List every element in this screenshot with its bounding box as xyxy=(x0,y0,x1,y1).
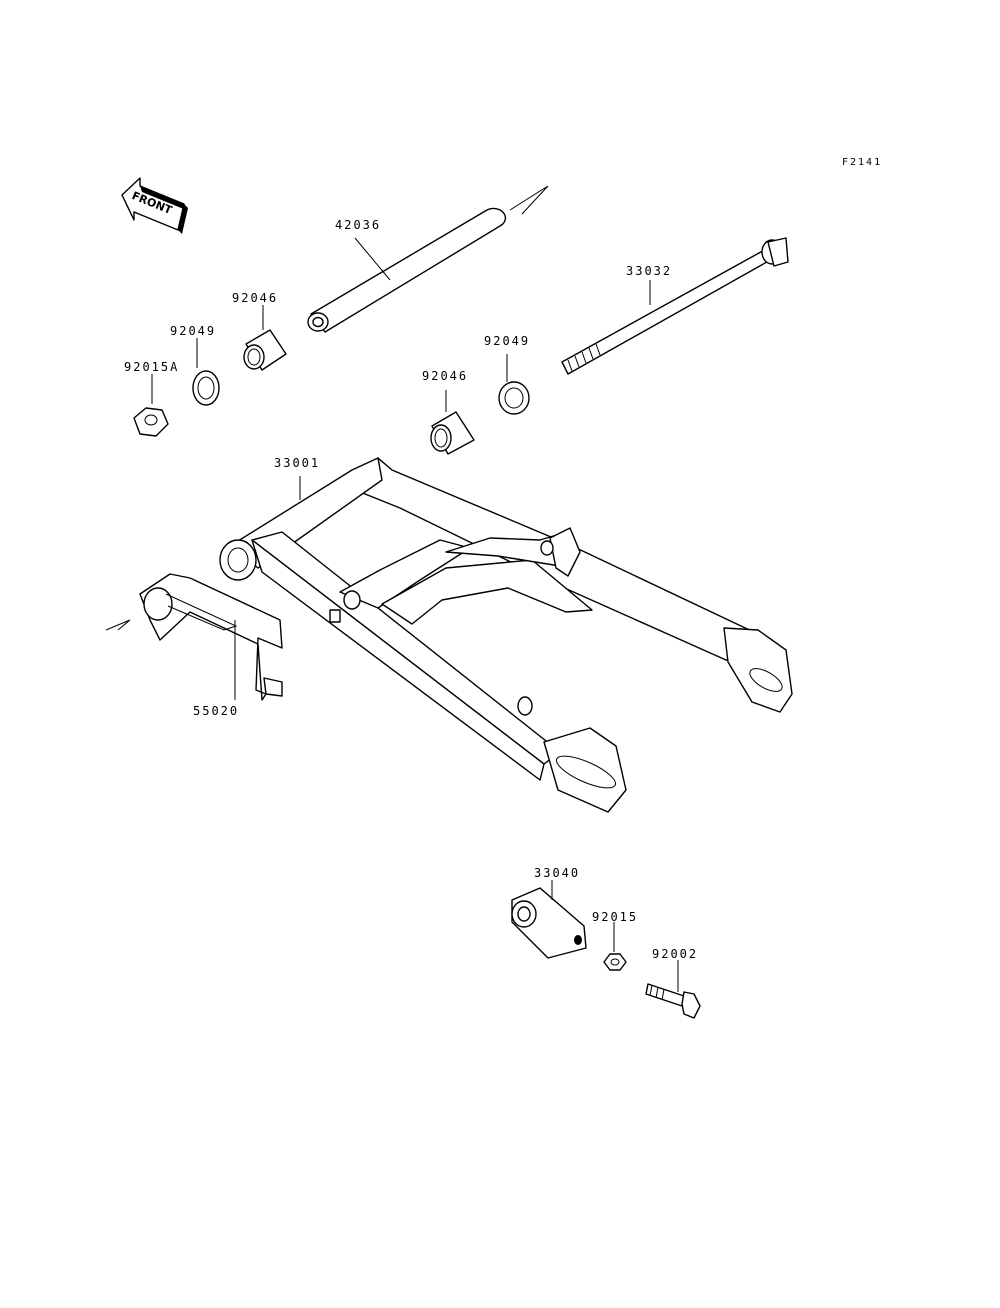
seal-92049-right xyxy=(498,354,530,415)
chain-guard-55020 xyxy=(105,573,283,701)
part-label-33032: 33032 xyxy=(626,264,673,278)
part-label-33040: 33040 xyxy=(534,866,581,880)
pivot-bolt-33032 xyxy=(561,237,789,375)
figure-code: F2141 xyxy=(842,157,883,168)
sleeve-92046-left xyxy=(243,305,287,371)
part-label-92002: 92002 xyxy=(652,947,699,961)
nut-92015 xyxy=(603,922,627,971)
part-label-92049-right: 92049 xyxy=(484,334,531,348)
part-label-55020: 55020 xyxy=(193,704,240,718)
bolt-92002 xyxy=(645,960,701,1019)
swingarm-33001 xyxy=(219,457,793,813)
part-label-92015A: 92015A xyxy=(124,360,180,374)
chain-adjuster-33040 xyxy=(511,880,587,959)
part-label-92049-left: 92049 xyxy=(170,324,217,338)
part-label-92015: 92015 xyxy=(592,910,639,924)
pivot-shaft-42036 xyxy=(307,185,549,333)
part-label-42036: 42036 xyxy=(335,218,382,232)
nut-92015A xyxy=(133,374,169,437)
part-label-92046-left: 92046 xyxy=(232,291,279,305)
seal-92049-left xyxy=(192,338,220,406)
part-label-33001: 33001 xyxy=(274,456,321,470)
sleeve-92046-right xyxy=(430,390,475,455)
front-arrow-icon: FRONT xyxy=(121,177,188,234)
part-label-92046-right: 92046 xyxy=(422,369,469,383)
